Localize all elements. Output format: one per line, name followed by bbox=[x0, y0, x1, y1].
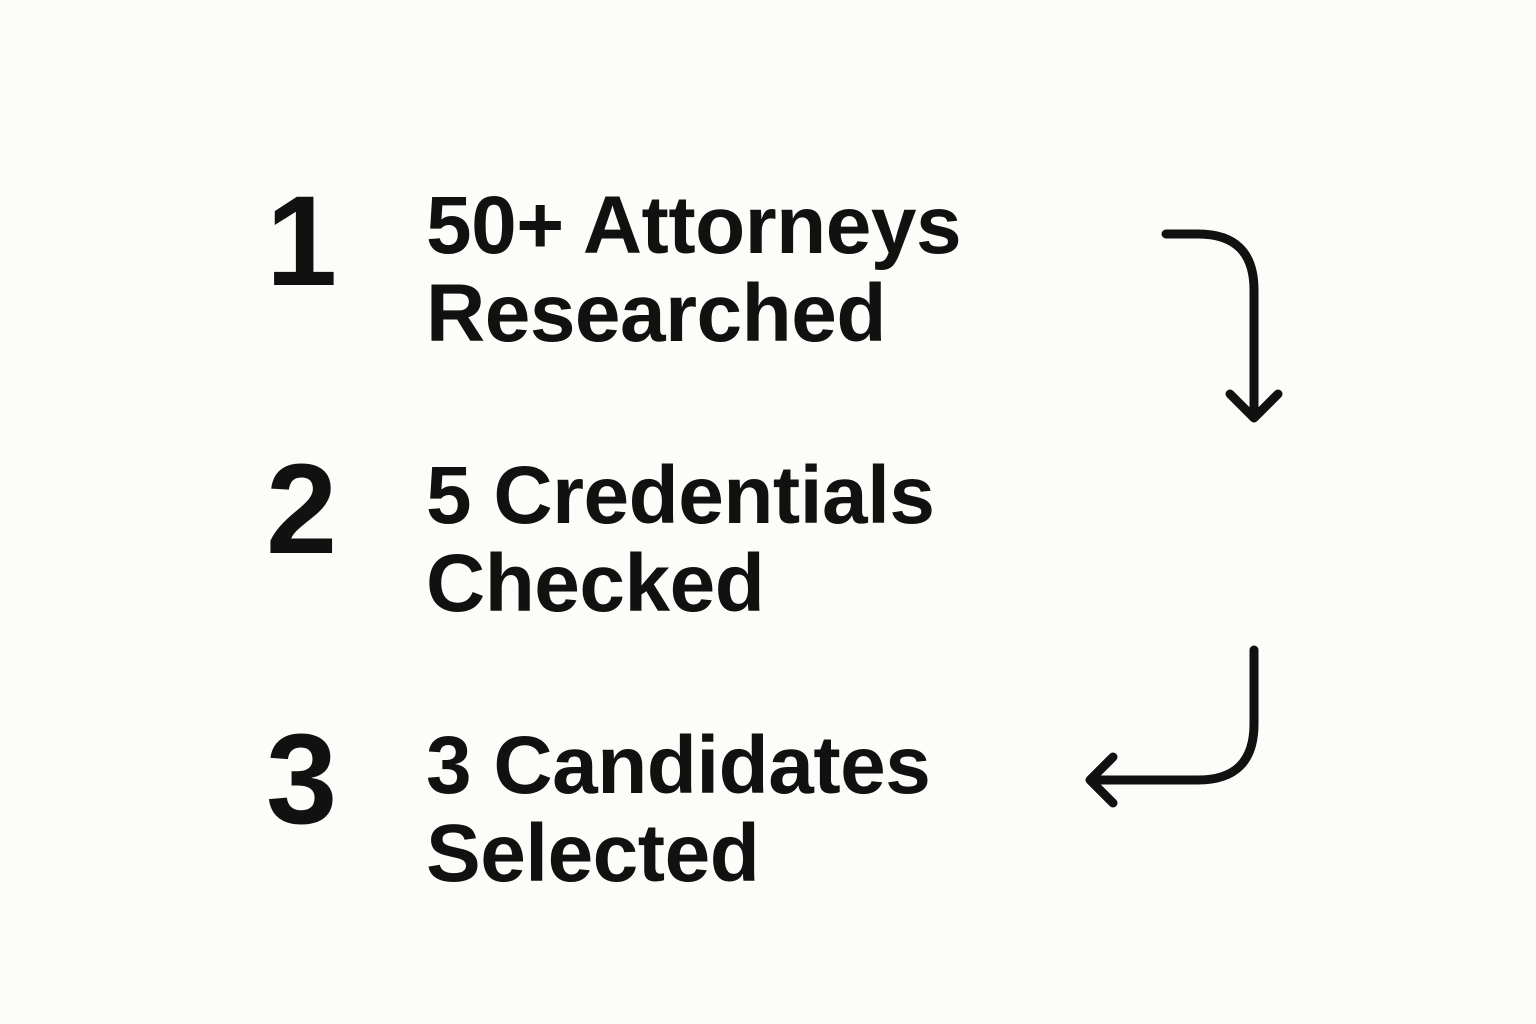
step-1-number: 1 bbox=[266, 170, 337, 313]
step-1-label-line1: 50+ Attorneys bbox=[426, 180, 962, 271]
step-2-label-line1: 5 Credentials bbox=[426, 450, 935, 541]
curved-arrow-left-icon bbox=[1085, 645, 1259, 808]
step-3-label: 3 Candidates Selected bbox=[426, 720, 931, 899]
step-2-number: 2 bbox=[266, 438, 337, 581]
step-3-number: 3 bbox=[266, 708, 337, 851]
step-2-label-line2: Checked bbox=[426, 538, 765, 629]
step-2-label: 5 Credentials Checked bbox=[426, 450, 935, 629]
step-3-label-line1: 3 Candidates bbox=[426, 720, 931, 811]
step-3-label-line2: Selected bbox=[426, 808, 760, 899]
step-1-label: 50+ Attorneys Researched bbox=[426, 180, 962, 359]
curved-arrow-down-icon bbox=[1161, 229, 1283, 423]
step-1-label-line2: Researched bbox=[426, 268, 886, 359]
